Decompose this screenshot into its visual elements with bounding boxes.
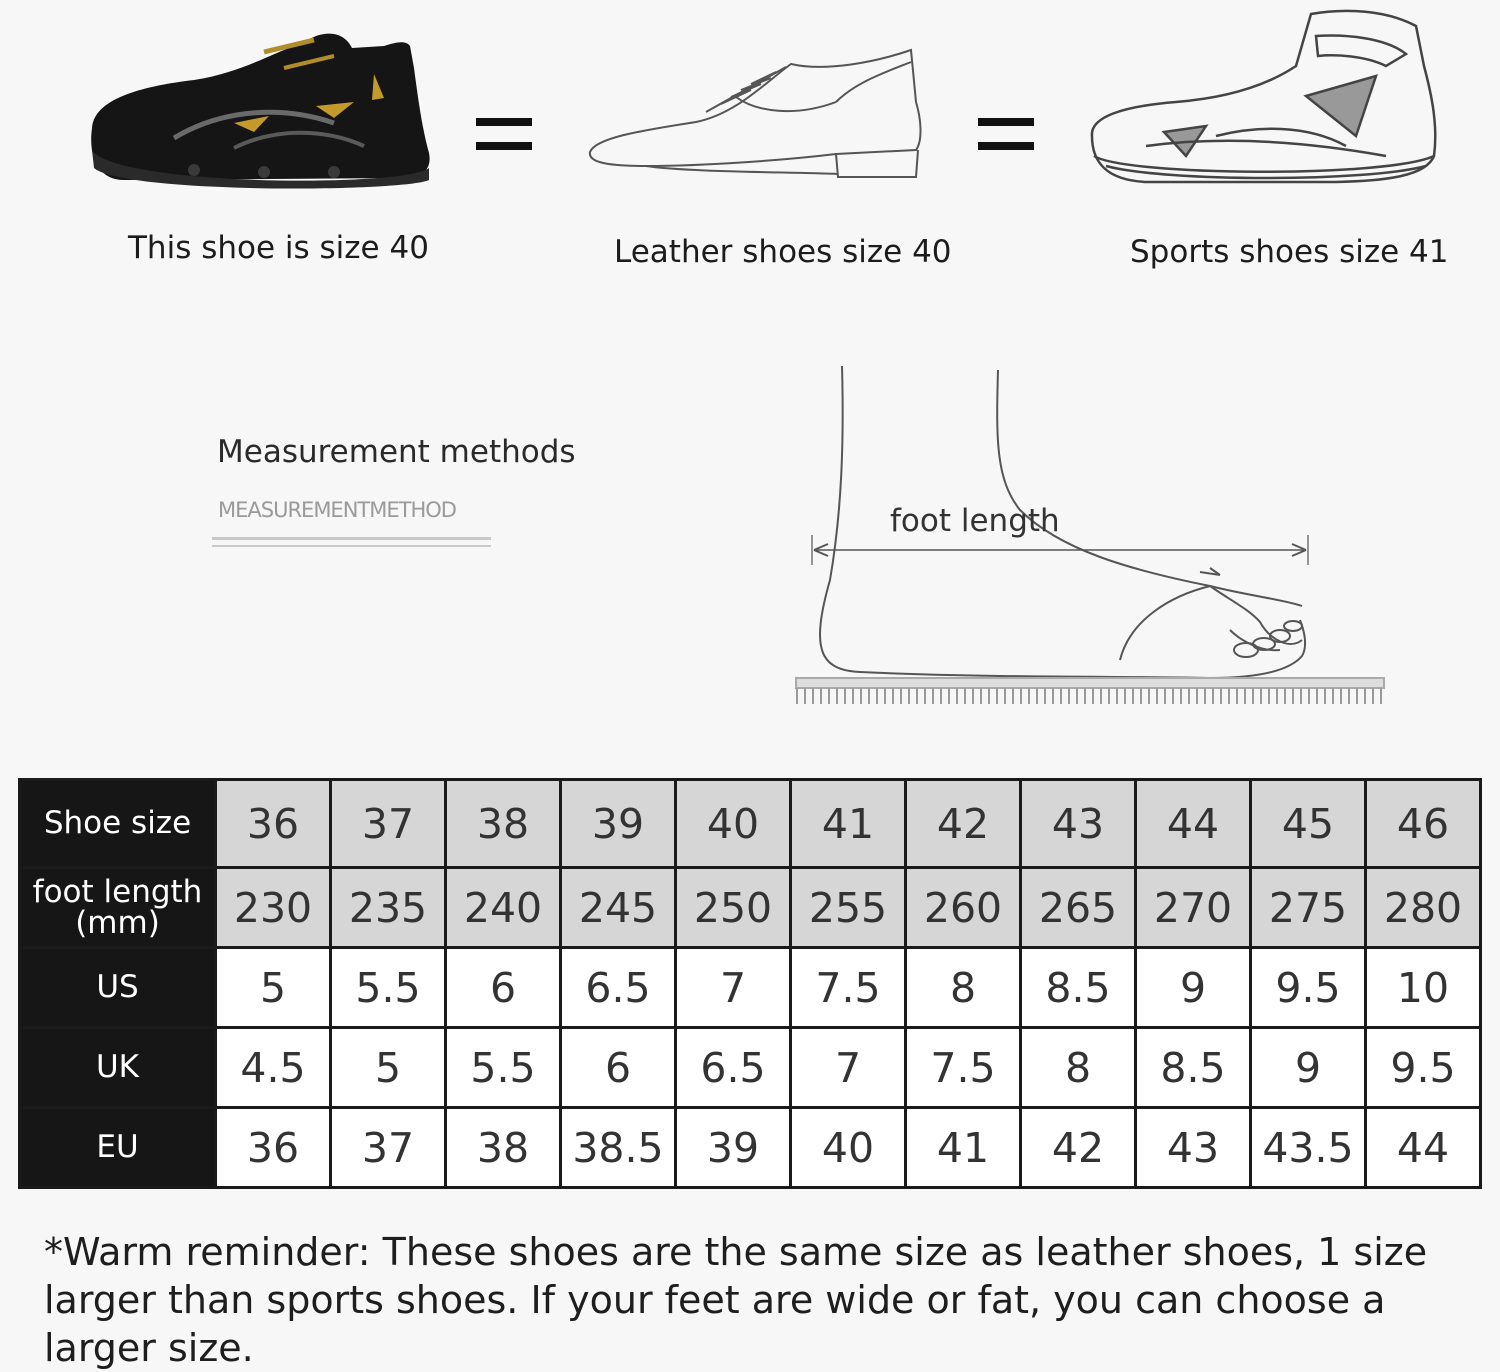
table-cell: 39 — [559, 778, 677, 869]
table-cell: 36 — [214, 778, 332, 869]
divider — [212, 537, 491, 540]
table-cell: 240 — [444, 866, 562, 949]
row-header: Shoe size — [18, 778, 217, 869]
measurement-subtitle: MEASUREMENTMETHOD — [218, 498, 457, 522]
table-cell: 9.5 — [1364, 1026, 1482, 1109]
table-cell: 8 — [904, 946, 1022, 1029]
table-cell: 46 — [1364, 778, 1482, 869]
ruler-ticks — [796, 688, 1384, 704]
shoe-caption: Sports shoes size 41 — [1130, 234, 1449, 270]
table-cell: 270 — [1134, 866, 1252, 949]
table-cell: 39 — [674, 1106, 792, 1189]
equals-icon — [978, 118, 1034, 166]
table-cell: 265 — [1019, 866, 1137, 949]
table-cell: 250 — [674, 866, 792, 949]
table-cell: 10 — [1364, 946, 1482, 1029]
divider — [212, 545, 491, 547]
table-cell: 245 — [559, 866, 677, 949]
row-header: UK — [18, 1026, 217, 1109]
table-cell: 9 — [1249, 1026, 1367, 1109]
table-cell: 5.5 — [329, 946, 447, 1029]
table-cell: 260 — [904, 866, 1022, 949]
table-cell: 43 — [1134, 1106, 1252, 1189]
table-cell: 38.5 — [559, 1106, 677, 1189]
table-cell: 45 — [1249, 778, 1367, 869]
sports-shoe-sketch-icon — [1086, 6, 1446, 191]
measurement-title: Measurement methods — [217, 434, 576, 470]
table-cell: 8.5 — [1134, 1026, 1252, 1109]
table-cell: 41 — [789, 778, 907, 869]
table-cell: 9 — [1134, 946, 1252, 1029]
table-cell: 280 — [1364, 866, 1482, 949]
foot-diagram — [790, 360, 1390, 710]
table-cell: 44 — [1364, 1106, 1482, 1189]
table-cell: 4.5 — [214, 1026, 332, 1109]
row-header: US — [18, 946, 217, 1029]
shoe-caption: This shoe is size 40 — [128, 230, 429, 266]
table-cell: 38 — [444, 778, 562, 869]
table-cell: 5 — [329, 1026, 447, 1109]
table-cell: 43.5 — [1249, 1106, 1367, 1189]
row-header: foot length (mm) — [18, 866, 217, 949]
table-cell: 7.5 — [904, 1026, 1022, 1109]
foot-length-label: foot length — [890, 503, 1060, 539]
table-cell: 37 — [329, 1106, 447, 1189]
table-cell: 6 — [559, 1026, 677, 1109]
table-cell: 7 — [789, 1026, 907, 1109]
table-cell: 7 — [674, 946, 792, 1029]
black-sneaker-icon — [84, 28, 434, 193]
table-cell: 43 — [1019, 778, 1137, 869]
table-cell: 41 — [904, 1106, 1022, 1189]
table-cell: 6.5 — [674, 1026, 792, 1109]
table-cell: 5.5 — [444, 1026, 562, 1109]
table-cell: 255 — [789, 866, 907, 949]
table-cell: 275 — [1249, 866, 1367, 949]
leather-shoe-sketch-icon — [586, 42, 926, 187]
table-cell: 7.5 — [789, 946, 907, 1029]
table-cell: 9.5 — [1249, 946, 1367, 1029]
table-cell: 235 — [329, 866, 447, 949]
table-cell: 44 — [1134, 778, 1252, 869]
table-cell: 6 — [444, 946, 562, 1029]
table-cell: 40 — [674, 778, 792, 869]
table-cell: 42 — [904, 778, 1022, 869]
table-cell: 36 — [214, 1106, 332, 1189]
table-cell: 42 — [1019, 1106, 1137, 1189]
table-cell: 8 — [1019, 1026, 1137, 1109]
table-cell: 6.5 — [559, 946, 677, 1029]
table-cell: 5 — [214, 946, 332, 1029]
table-cell: 37 — [329, 778, 447, 869]
table-cell: 38 — [444, 1106, 562, 1189]
shoe-caption: Leather shoes size 40 — [614, 234, 952, 270]
warm-reminder: *Warm reminder: These shoes are the same… — [44, 1230, 1428, 1370]
equals-icon — [476, 118, 532, 166]
table-cell: 40 — [789, 1106, 907, 1189]
table-cell: 8.5 — [1019, 946, 1137, 1029]
table-cell: 230 — [214, 866, 332, 949]
row-header: EU — [18, 1106, 217, 1189]
